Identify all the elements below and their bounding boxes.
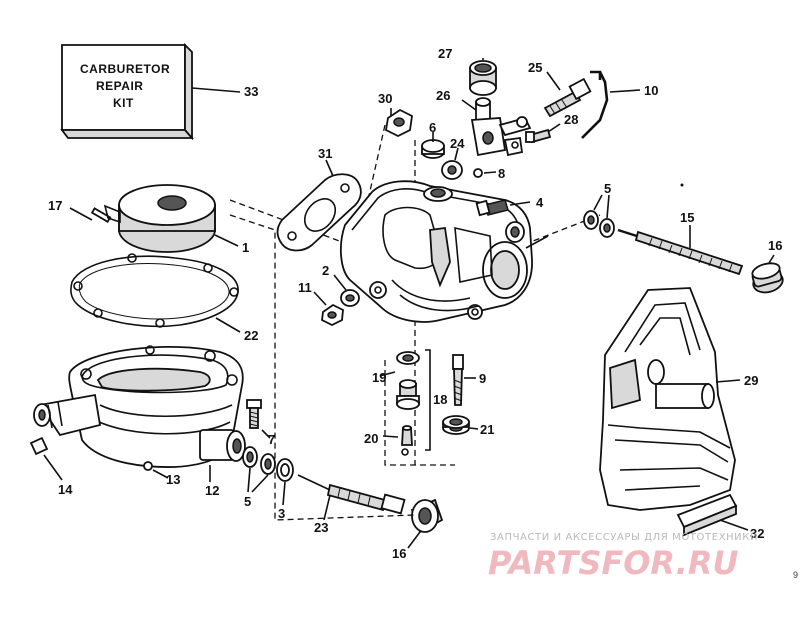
part-number-labels: 33 17 1 22 7 12 13 14 5 3 23 16 30 6 24 … <box>48 46 782 561</box>
label-18: 18 <box>433 392 447 407</box>
label-1: 1 <box>242 240 249 255</box>
label-33: 33 <box>244 84 258 99</box>
plug-part-bottom <box>410 498 444 534</box>
repair-kit-box: CARBURETOR REPAIR KIT <box>60 42 194 141</box>
label-5-right: 5 <box>604 181 611 196</box>
label-20: 20 <box>364 431 378 446</box>
air-silencer-cover <box>599 287 736 511</box>
screw-and-washers-left <box>242 399 294 482</box>
float-bowl <box>33 345 246 468</box>
label-6: 6 <box>429 120 436 135</box>
idle-screw-and-washer <box>442 354 470 435</box>
label-22: 22 <box>244 328 258 343</box>
label-5-left: 5 <box>244 494 251 509</box>
label-9: 9 <box>479 371 486 386</box>
label-24: 24 <box>450 136 465 151</box>
label-4: 4 <box>536 195 544 210</box>
label-23: 23 <box>314 520 328 535</box>
left-small-washers <box>321 289 360 327</box>
label-29: 29 <box>744 373 758 388</box>
label-30: 30 <box>378 91 392 106</box>
pad-part <box>676 493 738 537</box>
float-part <box>69 184 216 253</box>
label-14: 14 <box>58 482 73 497</box>
drain-cap-part <box>29 436 63 481</box>
label-16-bottom: 16 <box>392 546 406 561</box>
label-11: 11 <box>298 280 312 295</box>
watermark-brand: PARTSFOR.RU <box>488 544 738 582</box>
carburetor-body <box>339 180 533 323</box>
label-25: 25 <box>528 60 542 75</box>
kit-line-1: CARBURETOR <box>80 62 170 76</box>
corner-mark: 9 <box>793 570 798 580</box>
watermark-tagline: ЗАПЧАСТИ И АКСЕССУАРЫ ДЛЯ МОТОТЕХНИКИ <box>490 532 758 543</box>
stray-dot <box>680 183 684 187</box>
label-17: 17 <box>48 198 62 213</box>
right-needle-assembly <box>583 210 784 294</box>
label-8: 8 <box>498 166 505 181</box>
label-12: 12 <box>205 483 219 498</box>
watermark: ЗАПЧАСТИ И АКСЕССУАРЫ ДЛЯ МОТОТЕХНИКИ PA… <box>488 532 758 582</box>
label-16-right: 16 <box>768 238 782 253</box>
float-bowl-gasket <box>70 253 239 328</box>
label-13: 13 <box>166 472 180 487</box>
mixture-needle-part <box>297 474 406 515</box>
label-26: 26 <box>436 88 450 103</box>
kit-line-2: REPAIR <box>96 79 143 93</box>
label-32: 32 <box>750 526 764 541</box>
label-7: 7 <box>268 432 275 447</box>
label-19: 19 <box>372 370 386 385</box>
jet-parts <box>396 349 431 456</box>
check-ball-part <box>143 461 153 471</box>
label-15: 15 <box>680 210 694 225</box>
upper-linkage-parts <box>469 60 609 157</box>
kit-line-3: KIT <box>113 96 134 110</box>
label-31: 31 <box>318 146 332 161</box>
top-small-parts <box>385 108 483 180</box>
label-21: 21 <box>480 422 494 437</box>
label-10: 10 <box>644 83 658 98</box>
mounting-gasket <box>276 173 362 252</box>
label-2: 2 <box>322 263 329 278</box>
label-28: 28 <box>564 112 578 127</box>
label-3: 3 <box>278 506 285 521</box>
label-27: 27 <box>438 46 452 61</box>
